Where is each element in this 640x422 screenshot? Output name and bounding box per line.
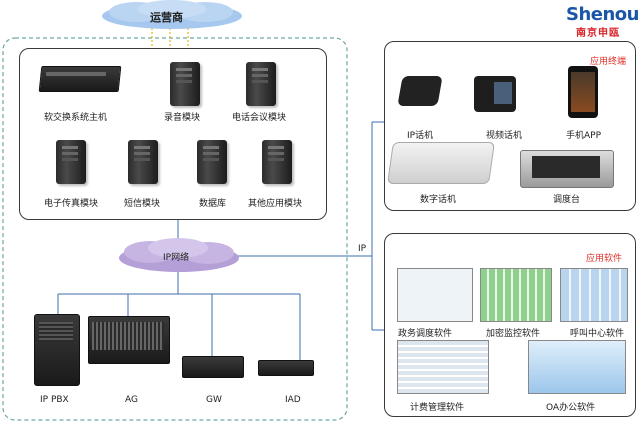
encrypted-monitor-label: 加密监控软件 [486, 329, 541, 339]
video-phone-screen [494, 82, 512, 104]
ip-pbx-label: IP PBX [40, 395, 69, 405]
video-phone-label: 视频话机 [486, 131, 523, 141]
operator-label: 运营商 [150, 11, 183, 24]
dispatch-console-panel [532, 156, 600, 178]
ip-phone-icon [397, 76, 443, 106]
billing-screenshot [397, 340, 489, 394]
sms-module-server [128, 140, 158, 184]
fax-module-label: 电子传真模块 [44, 199, 99, 209]
gw-device [182, 356, 244, 378]
ag-label: AG [125, 395, 138, 405]
ip-network-label: IP网络 [163, 253, 190, 263]
billing-label: 计费管理软件 [410, 403, 465, 413]
conference-module-label: 电话会议模块 [232, 113, 287, 123]
gov-dispatch-label: 政务调度软件 [398, 329, 453, 339]
database-label: 数据库 [199, 199, 227, 209]
ip-link-label: IP [358, 244, 367, 254]
brand-logo: Shenou [566, 4, 639, 25]
mobile-app-screen [571, 72, 595, 112]
other-module-label: 其他应用模块 [248, 199, 303, 209]
operator-cloud [102, 0, 242, 29]
brand-logo-sub: 南京申瓯 [576, 28, 620, 39]
ip-pbx-panel [39, 322, 73, 342]
database-server [197, 140, 227, 184]
oa-screenshot [528, 340, 626, 394]
call-center-label: 呼叫中心软件 [570, 329, 625, 339]
conference-module-server [246, 62, 276, 106]
record-module-label: 录音模块 [164, 113, 201, 123]
digital-phone-label: 数字话机 [420, 195, 457, 205]
iad-label: IAD [285, 395, 301, 405]
gw-label: GW [206, 395, 222, 405]
iad-device [258, 360, 314, 376]
ip-network-cloud [119, 238, 239, 272]
sms-module-label: 短信模块 [124, 199, 161, 209]
dispatch-console-label: 调度台 [553, 195, 581, 205]
main-host-server [38, 66, 122, 92]
software-title: 应用软件 [586, 254, 623, 264]
gov-dispatch-screenshot [397, 268, 473, 322]
main-host-label: 软交换系统主机 [44, 113, 108, 123]
mobile-app-label: 手机APP [566, 131, 602, 141]
digital-phone-icon [387, 142, 495, 184]
main-host-panel [46, 72, 106, 76]
encrypted-monitor-screenshot [480, 268, 552, 322]
oa-label: OA办公软件 [546, 403, 596, 413]
ag-ports [92, 322, 164, 350]
other-module-server [262, 140, 292, 184]
ip-phone-label: IP话机 [407, 131, 434, 141]
record-module-server [170, 62, 200, 106]
fax-module-server [56, 140, 86, 184]
call-center-screenshot [560, 268, 628, 322]
terminals-title: 应用终端 [590, 57, 627, 67]
